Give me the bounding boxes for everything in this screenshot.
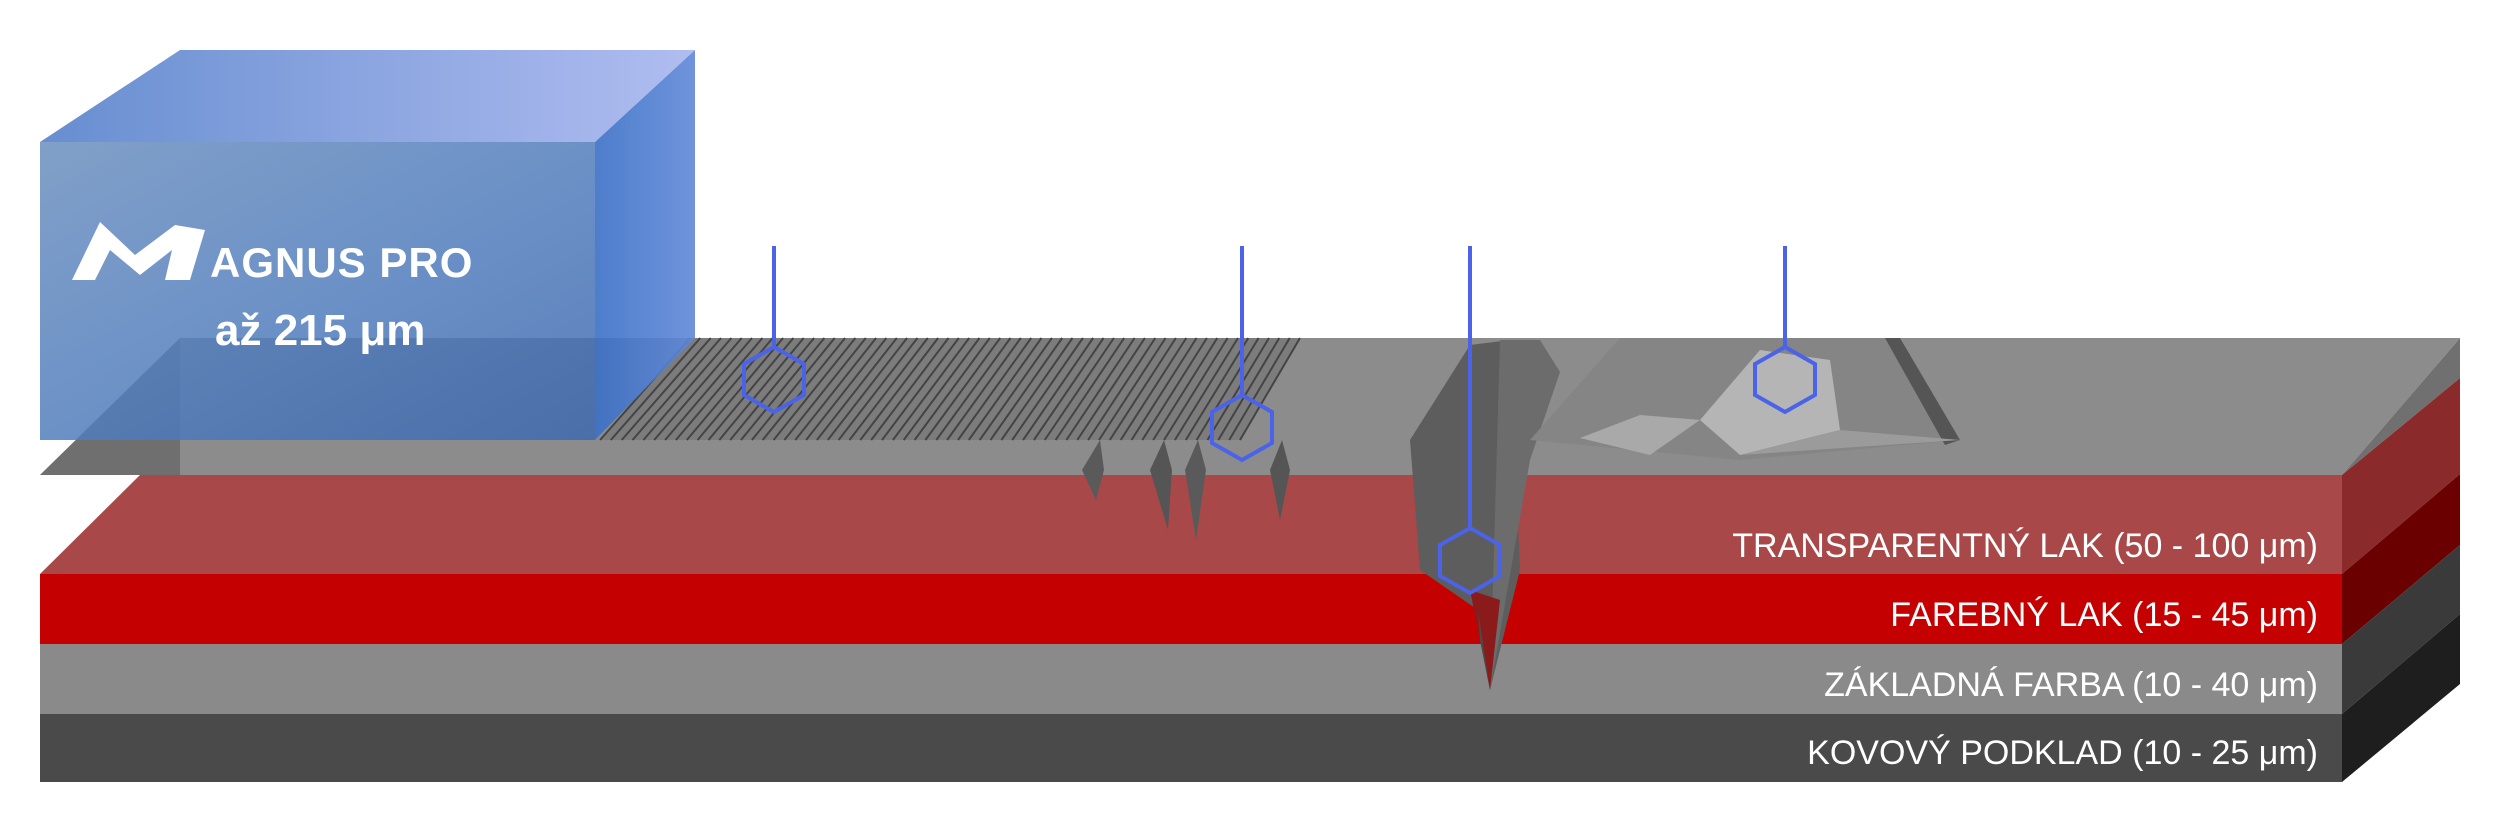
scratch-line	[1043, 337, 1115, 441]
logo-text: AGNUS PRO	[210, 239, 473, 286]
scratch-line	[935, 337, 1012, 441]
scratch-line	[707, 337, 795, 441]
slab-right-side	[2342, 338, 2460, 782]
scratch-line	[957, 337, 1033, 441]
scratch-line	[1217, 337, 1281, 441]
scratch-line	[1087, 337, 1157, 441]
scratch-line	[870, 337, 950, 441]
scratch-line	[1184, 337, 1250, 441]
scratch-line	[1239, 337, 1301, 441]
layer-label-clearcoat: TRANSPARENTNÝ LAK (50 - 100 μm)	[1732, 527, 2318, 565]
scratch-line	[1130, 337, 1198, 441]
scratch-line	[902, 337, 981, 441]
agnus-logo: AGNUS PRO až 215 μm	[72, 222, 473, 355]
scratch-line	[696, 337, 784, 441]
marker-stone-chip	[1753, 246, 1817, 415]
scratch-line	[913, 337, 991, 441]
scratch-line	[989, 337, 1064, 441]
scratch-line	[1054, 337, 1126, 441]
scratch-line	[978, 337, 1053, 441]
layer-band-basecoat	[40, 574, 2342, 644]
layer-label-metal: KOVOVÝ PODKLAD (10 - 25 μm)	[1807, 734, 2318, 772]
layer-bands	[40, 475, 2342, 782]
brand-box-front	[40, 142, 595, 440]
scratch-line	[794, 337, 877, 441]
logo-mark-icon	[72, 222, 205, 280]
scratch-line	[816, 337, 898, 441]
marker-fine-scratch	[742, 246, 806, 415]
brand-box-top	[40, 50, 695, 142]
fine-scratches	[599, 337, 1301, 441]
scratch-line	[1098, 337, 1167, 441]
scratch-line	[1206, 337, 1270, 441]
scratch-line	[1108, 337, 1177, 441]
deep-scratches	[1082, 340, 1560, 690]
scratch-line	[675, 337, 764, 441]
scratch-line	[1076, 337, 1146, 441]
scratch-line	[1141, 337, 1208, 441]
marker-medium-scratch	[1210, 246, 1274, 463]
scratch-line	[620, 337, 712, 441]
scratch-line	[892, 337, 971, 441]
scratch-line	[1152, 337, 1219, 441]
layer-band-metal	[40, 714, 2342, 782]
scratch-line	[783, 337, 867, 441]
scratch-line	[740, 337, 826, 441]
brand-box-side	[595, 50, 695, 440]
markers	[742, 246, 1817, 596]
scratch-line	[848, 337, 929, 441]
scratch-line	[881, 337, 960, 441]
scratch-line	[1033, 337, 1105, 441]
scratch-line	[631, 337, 722, 441]
layer-band-clearcoat	[40, 475, 2342, 574]
scratch-line	[1011, 337, 1084, 441]
scratch-line	[1022, 337, 1095, 441]
scratch-line	[967, 337, 1043, 441]
scratch-line	[859, 337, 939, 441]
stone-chip	[1530, 338, 1960, 460]
brand-box	[40, 50, 695, 440]
scratch-line	[729, 337, 815, 441]
scratch-line	[664, 337, 753, 441]
scratch-line	[751, 337, 836, 441]
layer-labels: TRANSPARENTNÝ LAK (50 - 100 μm) FAREBNÝ …	[1732, 527, 2318, 772]
marker-deep-scratch	[1438, 246, 1502, 596]
scratch-line	[946, 337, 1022, 441]
scratch-line	[1119, 337, 1188, 441]
layer-band-primer	[40, 644, 2342, 714]
scratch-line	[1174, 337, 1239, 441]
scratch-line	[610, 337, 702, 441]
scratch-line	[924, 337, 1002, 441]
scratch-line	[1000, 337, 1074, 441]
scratch-line	[642, 337, 733, 441]
scratch-line	[1065, 337, 1136, 441]
layer-label-primer: ZÁKLADNÁ FARBA (10 - 40 μm)	[1824, 666, 2318, 704]
layer-label-basecoat: FAREBNÝ LAK (15 - 45 μm)	[1890, 596, 2318, 634]
scratch-line	[827, 337, 908, 441]
scratch-line	[837, 337, 919, 441]
scratch-line	[772, 337, 857, 441]
scratch-line	[805, 337, 888, 441]
scratch-line	[1195, 337, 1260, 441]
thickness-label: až 215 μm	[215, 306, 425, 355]
scratch-line	[1163, 337, 1229, 441]
scratch-line	[653, 337, 743, 441]
scratch-line	[1228, 337, 1291, 441]
